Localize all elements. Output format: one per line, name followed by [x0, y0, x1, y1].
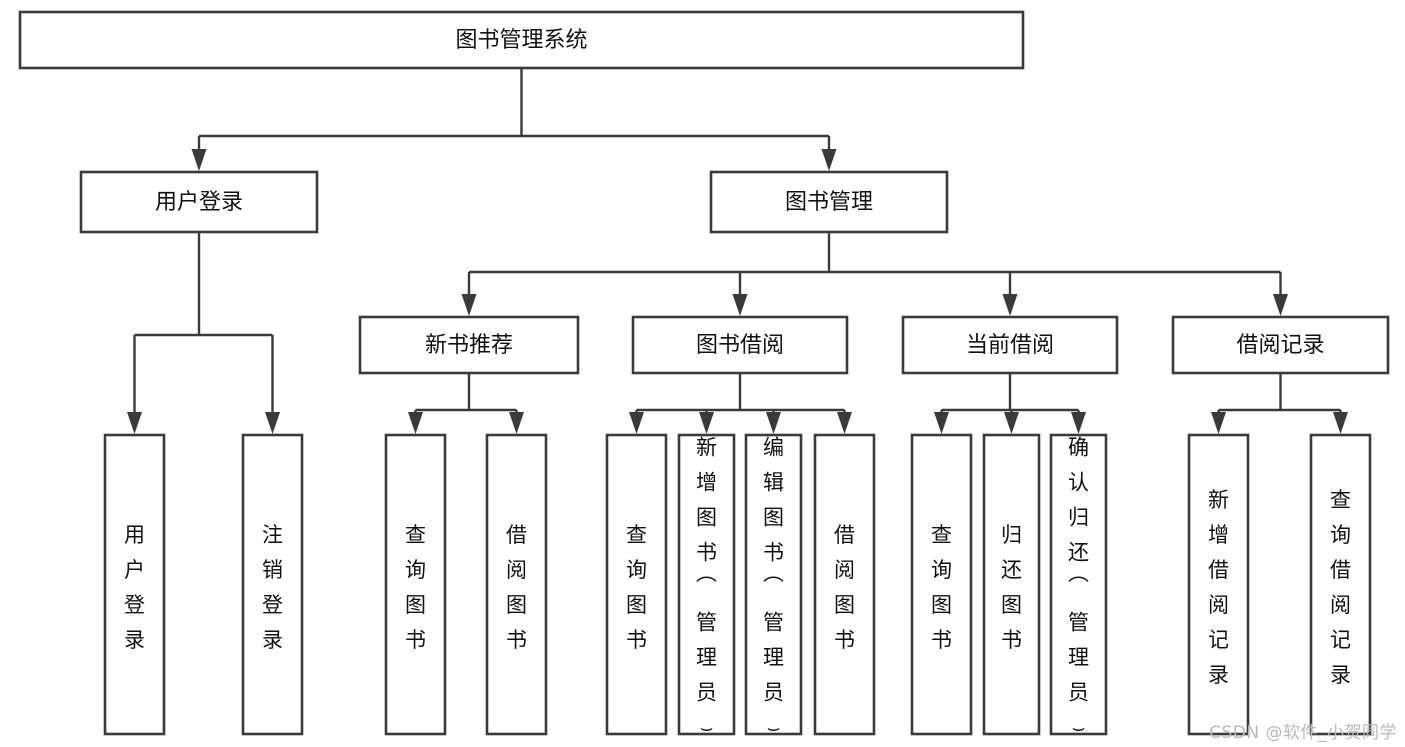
node-l2b[interactable]: 图书借阅: [631, 315, 849, 375]
arrow-head-icon: [837, 412, 852, 434]
node-label: 借阅图书: [834, 523, 855, 652]
node-label: 图书借阅: [696, 333, 784, 358]
node-leaf_d_add[interactable]: 新增借阅记录: [1187, 433, 1250, 736]
node-leaf_new_borrow[interactable]: 借阅图书: [485, 433, 548, 736]
arrow-head-icon: [934, 412, 949, 434]
node-label: 查询图书: [405, 523, 426, 652]
node-box: [241, 433, 304, 736]
node-box: [79, 170, 319, 234]
node-leaf_c_confirm[interactable]: 确认归还⌒管理员⌣: [1049, 433, 1108, 739]
node-label: 新增图书⌒管理员⌣: [696, 435, 717, 739]
node-leaf_b_query[interactable]: 查询图书: [605, 433, 668, 736]
node-leaf_d_query[interactable]: 查询借阅记录: [1309, 433, 1372, 736]
node-label: 新书推荐: [425, 333, 513, 358]
node-label: 图书管理系统: [455, 28, 587, 53]
node-box: [1187, 433, 1250, 736]
node-box: [901, 315, 1119, 375]
node-label: 查询图书: [626, 523, 647, 652]
node-leaf_c_query[interactable]: 查询图书: [910, 433, 973, 736]
arrow-head-icon: [1004, 412, 1019, 434]
node-l2d[interactable]: 借阅记录: [1171, 315, 1390, 375]
node-label: 注销登录: [262, 523, 283, 652]
node-label: 查询图书: [931, 523, 952, 652]
node-label: 新增借阅记录: [1208, 488, 1229, 687]
node-box: [709, 170, 949, 234]
arrow-head-icon: [1071, 412, 1086, 434]
connector-layer: [127, 68, 1348, 434]
arrow-head-icon: [509, 412, 524, 434]
node-label: 图书管理: [785, 190, 873, 215]
arrow-head-icon: [127, 412, 142, 434]
node-box: [18, 10, 1025, 70]
node-box: [1049, 433, 1108, 736]
node-box: [982, 433, 1041, 736]
node-leaf_c_return[interactable]: 归还图书: [982, 433, 1041, 736]
node-label: 借阅图书: [506, 523, 527, 652]
arrow-head-icon: [408, 412, 423, 434]
node-box: [631, 315, 849, 375]
node-l2a[interactable]: 新书推荐: [358, 315, 580, 375]
node-l1b[interactable]: 图书管理: [709, 170, 949, 234]
arrow-head-icon: [699, 412, 714, 434]
node-box: [605, 433, 668, 736]
node-box: [1309, 433, 1372, 736]
node-l1a[interactable]: 用户登录: [79, 170, 319, 234]
node-box: [1171, 315, 1390, 375]
node-box: [485, 433, 548, 736]
node-l2c[interactable]: 当前借阅: [901, 315, 1119, 375]
node-box: [744, 433, 803, 736]
arrow-head-icon: [629, 412, 644, 434]
arrow-head-icon: [732, 294, 748, 316]
arrow-head-icon: [1273, 294, 1288, 316]
node-leaf_b_borrow[interactable]: 借阅图书: [813, 433, 876, 736]
node-leaf_user_logout[interactable]: 注销登录: [241, 433, 304, 736]
node-leaf_b_add[interactable]: 新增图书⌒管理员⌣: [677, 433, 736, 739]
node-label: 用户登录: [155, 190, 243, 215]
node-box: [677, 433, 736, 736]
node-label: 借阅记录: [1236, 333, 1324, 358]
node-box: [103, 433, 166, 736]
node-box: [813, 433, 876, 736]
arrow-head-icon: [461, 294, 477, 316]
node-root[interactable]: 图书管理系统: [18, 10, 1025, 70]
node-leaf_user_login[interactable]: 用户登录: [103, 433, 166, 736]
arrow-head-icon: [821, 149, 837, 171]
node-box: [910, 433, 973, 736]
csdn-watermark: CSDN @软件_小贺同学: [1209, 723, 1397, 743]
arrow-head-icon: [1211, 412, 1226, 434]
node-label: 查询借阅记录: [1330, 488, 1351, 687]
node-label: 用户登录: [124, 523, 145, 652]
arrow-head-icon: [766, 412, 781, 434]
node-box: [384, 433, 447, 736]
node-label: 归还图书: [1001, 523, 1022, 652]
node-leaf_new_query[interactable]: 查询图书: [384, 433, 447, 736]
arrow-head-icon: [191, 149, 207, 171]
arrow-head-icon: [265, 412, 280, 434]
node-leaf_b_edit[interactable]: 编辑图书⌒管理员⌣: [744, 433, 803, 739]
node-box: [358, 315, 580, 375]
node-layer: 图书管理系统用户登录图书管理新书推荐图书借阅当前借阅借阅记录用户登录注销登录查询…: [18, 10, 1390, 739]
arrow-head-icon: [1333, 412, 1348, 434]
node-label: 编辑图书⌒管理员⌣: [763, 435, 784, 739]
node-label: 当前借阅: [966, 333, 1054, 358]
node-label: 确认归还⌒管理员⌣: [1068, 435, 1089, 739]
arrow-head-icon: [1002, 294, 1018, 316]
